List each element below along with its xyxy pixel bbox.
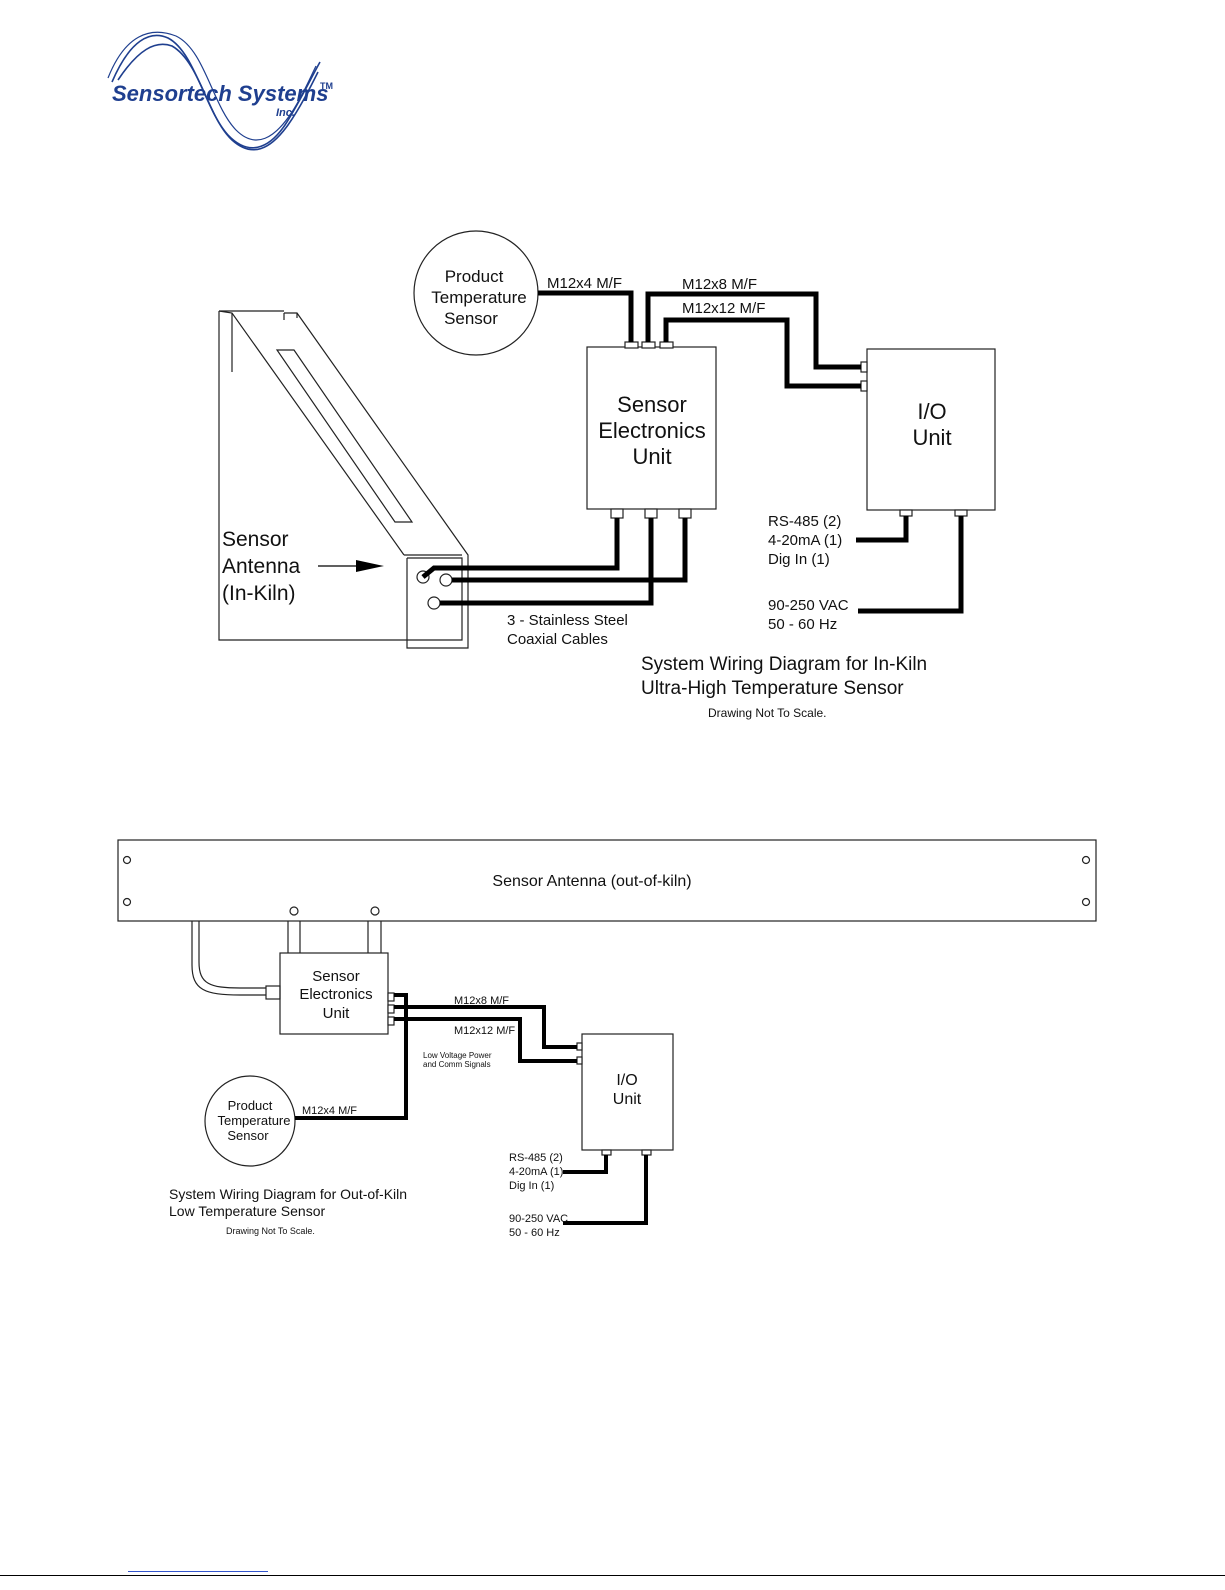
- logo-trademark: TM: [320, 81, 333, 91]
- label-m12x4: M12x4 M/F: [547, 275, 622, 292]
- io-label-line-1: I/O: [917, 399, 946, 424]
- antenna-label-line-1: Sensor: [222, 528, 289, 551]
- wire-m12x8: [645, 291, 861, 370]
- coax-port-3: [427, 596, 441, 610]
- coax-port-1: [416, 570, 430, 584]
- power-voltage: 90-250 VAC: [768, 597, 849, 614]
- out-pts-label-line-1: Product: [228, 1098, 273, 1113]
- wire-m12x4: [538, 290, 634, 342]
- antenna-cable: [191, 921, 271, 996]
- in-kiln-diagram: Product Temperature Sensor Sensor Antenn…: [218, 230, 996, 720]
- coax-cable-2: [452, 518, 688, 583]
- caption-line-2: Ultra-High Temperature Sensor: [641, 678, 904, 699]
- cables-label-line-1: 3 - Stainless Steel: [507, 612, 628, 629]
- out-io-signal-dig-in: Dig In (1): [509, 1180, 554, 1192]
- wire-m12x12: [663, 317, 861, 389]
- in-kiln-antenna: [218, 310, 469, 649]
- low-voltage-note-line-2: and Comm Signals: [423, 1060, 491, 1069]
- logo-company-name: Sensortech Systems: [112, 81, 328, 106]
- footer-link-underline[interactable]: [128, 1571, 268, 1572]
- seu-label-line-3: Unit: [632, 444, 671, 469]
- wire-power: [858, 516, 964, 614]
- out-wire-io-signals: [563, 1155, 608, 1174]
- low-voltage-note-line-1: Low Voltage Power: [423, 1051, 492, 1060]
- out-caption-line-2: Low Temperature Sensor: [169, 1203, 325, 1219]
- seu-label-line-1: Sensor: [617, 392, 687, 417]
- scale-note: Drawing Not To Scale.: [708, 706, 827, 720]
- out-pts-label-line-3: Sensor: [227, 1128, 269, 1143]
- pts-label-line-3: Sensor: [444, 309, 498, 328]
- out-power-frequency: 50 - 60 Hz: [509, 1227, 560, 1239]
- label-m12x8: M12x8 M/F: [682, 276, 757, 293]
- out-pts-label-line-2: Temperature: [218, 1113, 291, 1128]
- antenna-label-line-3: (In-Kiln): [222, 582, 296, 605]
- coax-cable-1: [421, 518, 620, 579]
- out-label-m12x12: M12x12 M/F: [454, 1025, 515, 1037]
- out-io-signal-rs485: RS-485 (2): [509, 1152, 563, 1164]
- out-product-temperature-sensor: [204, 1075, 296, 1167]
- out-wire-m12x8: [394, 1005, 577, 1049]
- out-seu-label-line-1: Sensor: [312, 968, 360, 985]
- out-io-unit: [581, 1033, 674, 1151]
- out-seu-label-line-2: Electronics: [299, 986, 372, 1003]
- label-m12x12: M12x12 M/F: [682, 300, 765, 317]
- out-label-m12x4: M12x4 M/F: [302, 1105, 357, 1117]
- out-wire-power: [563, 1155, 648, 1225]
- out-of-kiln-antenna: [117, 839, 1097, 922]
- out-scale-note: Drawing Not To Scale.: [226, 1226, 315, 1236]
- io-signal-4-20ma: 4-20mA (1): [768, 532, 842, 549]
- out-antenna-label: Sensor Antenna (out-of-kiln): [492, 873, 691, 890]
- pts-label-line-2: Temperature: [431, 288, 526, 307]
- out-caption-line-1: System Wiring Diagram for Out-of-Kiln: [169, 1186, 407, 1202]
- wire-io-signals: [856, 516, 909, 543]
- out-seu-label-line-3: Unit: [323, 1005, 351, 1022]
- io-signal-dig-in: Dig In (1): [768, 551, 830, 568]
- out-wire-m12x4: [295, 993, 408, 1120]
- footer-rule: [0, 1575, 1225, 1576]
- coax-cable-3: [440, 518, 654, 606]
- out-io-signal-4-20ma: 4-20mA (1): [509, 1166, 563, 1178]
- io-signal-rs485: RS-485 (2): [768, 513, 841, 530]
- out-power-voltage: 90-250 VAC: [509, 1213, 568, 1225]
- out-label-m12x8: M12x8 M/F: [454, 995, 509, 1007]
- company-logo: Sensortech Systems TM Inc.: [107, 31, 333, 151]
- pts-label-line-1: Product: [445, 267, 504, 286]
- power-frequency: 50 - 60 Hz: [768, 616, 837, 633]
- logo-wave-icon-2: [117, 43, 319, 151]
- io-label-line-2: Unit: [912, 425, 951, 450]
- out-of-kiln-diagram: Sensor Antenna (out-of-kiln) Sensor Elec…: [117, 839, 1097, 1239]
- out-io-label-line-2: Unit: [613, 1091, 642, 1108]
- coax-port-2: [439, 573, 453, 587]
- out-wire-m12x12: [394, 1017, 577, 1063]
- logo-wave-icon-3: [107, 31, 317, 141]
- antenna-label-line-2: Antenna: [222, 555, 301, 578]
- seu-label-line-2: Electronics: [598, 418, 706, 443]
- out-io-label-line-1: I/O: [616, 1072, 637, 1089]
- logo-suffix: Inc.: [276, 107, 295, 119]
- cables-label-line-2: Coaxial Cables: [507, 631, 608, 648]
- io-unit: [866, 348, 996, 511]
- caption-line-1: System Wiring Diagram for In-Kiln: [641, 654, 927, 675]
